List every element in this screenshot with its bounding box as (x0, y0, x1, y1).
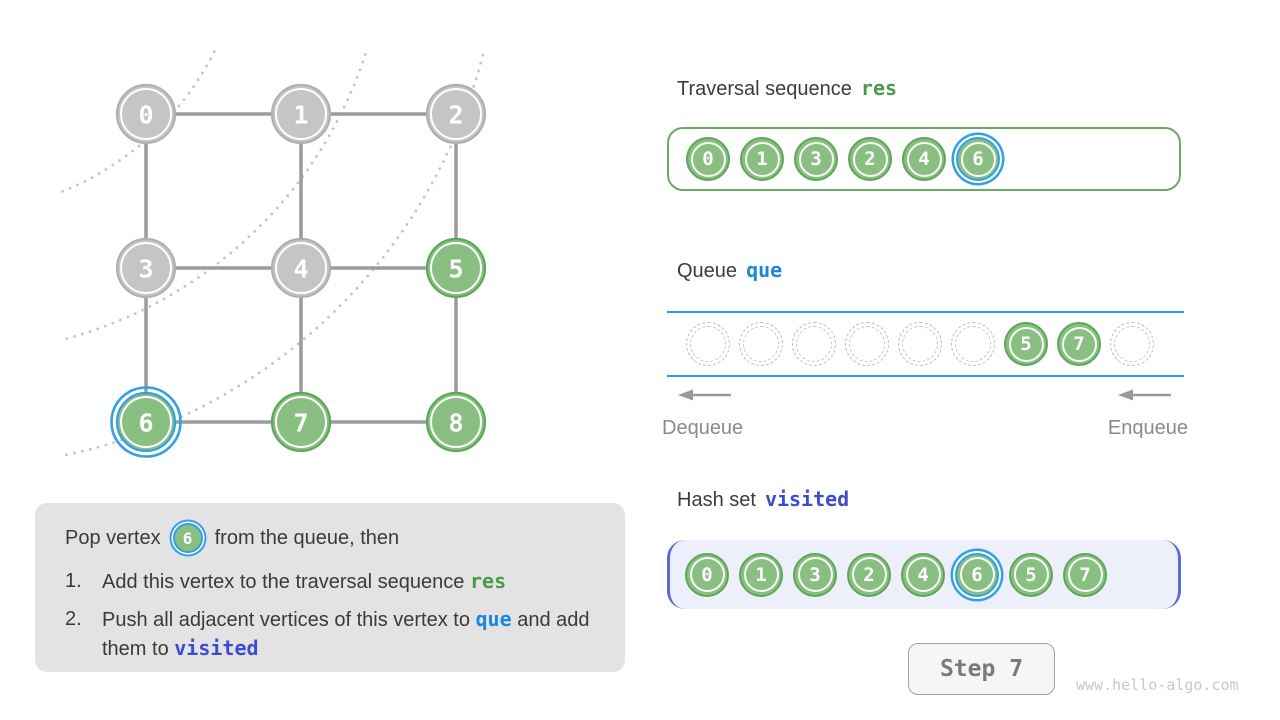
enqueue-label: Enqueue (1107, 417, 1188, 439)
vertex-token-7: 7 (1057, 322, 1101, 366)
graph-vertex-label: 5 (448, 255, 463, 284)
instruction-item: 2. Push all adjacent vertices of this ver… (65, 605, 599, 663)
graph-svg: 0 1 2 3 4 5 6 7 8 (60, 50, 487, 458)
empty-slot-circle (845, 322, 889, 366)
instruction-item-text: Add this vertex to the traversal sequenc… (102, 569, 507, 593)
instruction-after-text: from the queue, then (214, 526, 400, 549)
graph-vertex-0: 0 (115, 83, 177, 145)
graph-vertex-3: 3 (115, 237, 177, 299)
step-button[interactable]: Step 7 (908, 643, 1055, 695)
vertex-token-2: 2 (847, 552, 891, 597)
vertex-token-0: 0 (685, 552, 729, 597)
instruction-list: 1. Add this vertex to the traversal seque… (65, 567, 599, 663)
current-vertex-badge: 6 (172, 523, 203, 553)
graph-vertex-label: 7 (293, 409, 308, 438)
empty-slot-circle (898, 322, 942, 366)
vertex-token-7: 7 (1063, 552, 1107, 597)
graph-vertex-label: 8 (448, 409, 463, 438)
vertex-token-5: 5 (1009, 552, 1053, 597)
dequeue-arrow-icon (678, 389, 731, 401)
vertex-token-1: 1 (740, 137, 784, 181)
graph-vertex-5: 5 (425, 237, 487, 299)
graph-vertex-label: 4 (293, 255, 308, 284)
instruction-item: 1. Add this vertex to the traversal seque… (65, 567, 599, 596)
dequeue-label: Dequeue (662, 417, 744, 439)
graph-vertex-1: 1 (270, 83, 332, 145)
vertex-token-2: 2 (848, 137, 892, 181)
visited-code-label: visited (764, 487, 850, 511)
vertex-token-6: 6 (955, 552, 999, 597)
vertex-token-5: 5 (1004, 322, 1048, 366)
empty-slot-circle (1110, 322, 1154, 366)
hash-set-title: Hash set visited (677, 487, 849, 512)
empty-slot-circle (951, 322, 995, 366)
empty-slot-circle (792, 322, 836, 366)
queue-title-text: Queue (677, 260, 738, 282)
graph-vertex-8: 8 (425, 391, 487, 453)
graph-vertex-label: 0 (138, 101, 153, 130)
bfs-level-arc (60, 50, 369, 342)
empty-slot-circle (686, 322, 730, 366)
res-code-label: res (860, 76, 898, 100)
graph-vertex-6: 6 (110, 386, 182, 458)
instruction-item-text: Push all adjacent vertices of this verte… (102, 607, 590, 660)
traversal-sequence-title: Traversal sequence res (677, 76, 897, 101)
vertex-token-3: 3 (794, 137, 838, 181)
watermark: www.hello-algo.com (1076, 676, 1239, 694)
vertex-token-6: 6 (956, 137, 1000, 181)
graph-vertex-7: 7 (270, 391, 332, 453)
queue-title: Queue que (677, 258, 782, 283)
instruction-before-text: Pop vertex (65, 526, 161, 549)
instruction-item-number: 2. (65, 608, 82, 630)
highlight-ring (110, 386, 182, 458)
instruction-line: Pop vertex 6 from the queue, then (65, 518, 599, 558)
vertex-token-3: 3 (793, 552, 837, 597)
graph-vertex-4: 4 (270, 237, 332, 299)
vertex-token-4: 4 (901, 552, 945, 597)
graph-vertices: 0 1 2 3 4 5 6 7 8 (110, 83, 487, 458)
empty-slot-circle (739, 322, 783, 366)
vertex-token-0: 0 (686, 137, 730, 181)
graph-vertex-label: 3 (138, 255, 153, 284)
enqueue-arrow-icon (1118, 389, 1171, 401)
graph-vertex-label: 1 (293, 101, 308, 130)
graph-vertex-label: 6 (138, 409, 153, 438)
que-code-label: que (746, 258, 783, 282)
instruction-item-number: 1. (65, 570, 82, 592)
vertex-token-4: 4 (902, 137, 946, 181)
graph-vertex-label: 2 (448, 101, 463, 130)
instruction-panel: Pop vertex 6 from the queue, then 1. Add … (35, 503, 625, 672)
hash-set-title-text: Hash set (677, 489, 756, 511)
vertex-token-1: 1 (739, 552, 783, 597)
graph-vertex-2: 2 (425, 83, 487, 145)
traversal-sequence-title-text: Traversal sequence (677, 78, 852, 100)
